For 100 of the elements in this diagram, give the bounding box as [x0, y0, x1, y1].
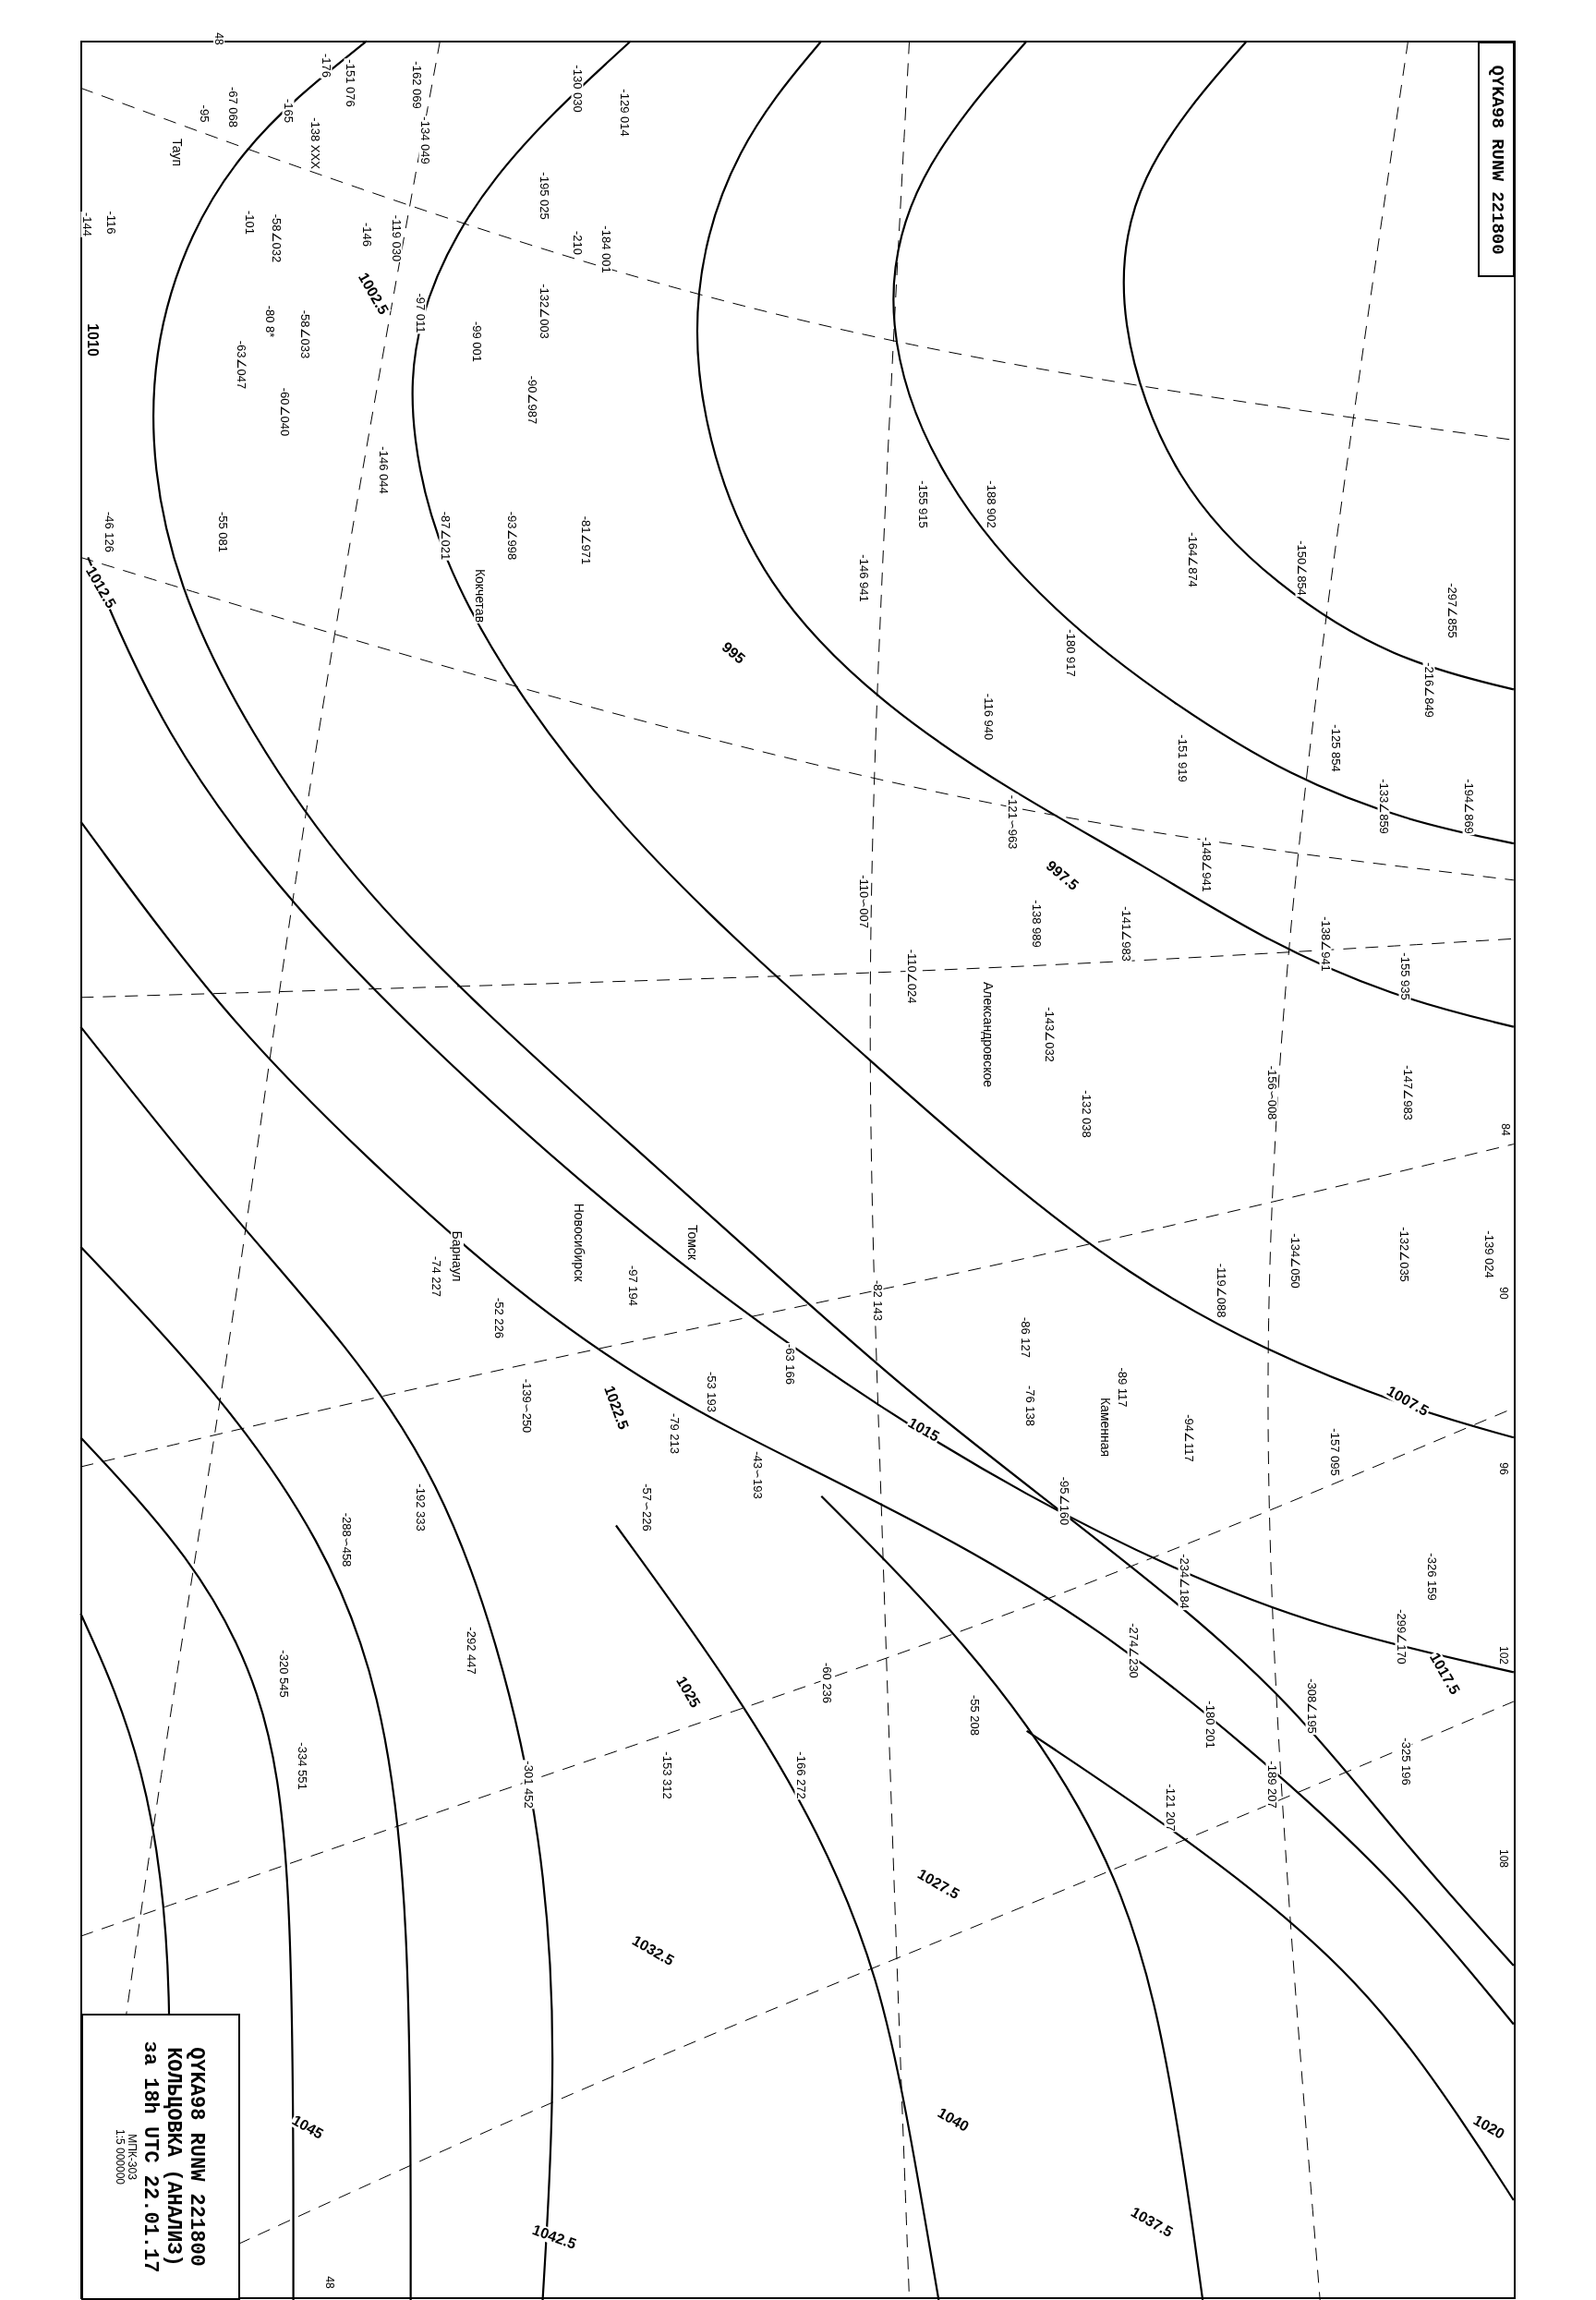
city-name: Новосибирск — [573, 1202, 586, 1283]
city-name: Томск — [686, 1224, 699, 1261]
station-data: -134∠050 — [1288, 1232, 1301, 1289]
station-data: -146 941 — [857, 553, 870, 603]
station-data: -155 935 — [1398, 951, 1411, 1001]
station-data: -301 452 — [522, 1760, 535, 1810]
station-data: -52 226 — [492, 1296, 505, 1340]
title-text: за 18h UTC 22.01.17 — [138, 2040, 162, 2273]
station-data: -326 159 — [1425, 1552, 1438, 1602]
station-data: -97 011 — [414, 292, 427, 334]
station-data: -79 213 — [668, 1411, 681, 1456]
station-data: -119 030 — [390, 213, 403, 263]
station-data: -144 — [80, 212, 93, 237]
station-data: -43∽193 — [751, 1450, 764, 1500]
isobar-label: 1010 — [85, 322, 100, 357]
station-data: -148∠941 — [1200, 836, 1213, 893]
station-data: -155 915 — [916, 479, 929, 529]
station-data: -180 201 — [1203, 1700, 1216, 1749]
station-data: -188 902 — [985, 479, 998, 529]
city-name: Каменная — [1099, 1396, 1112, 1459]
station-data: -194∠869 — [1462, 778, 1475, 835]
station-data: -130 030 — [571, 64, 584, 114]
title-box — [1478, 42, 1515, 277]
title-text: КОЛЬЦОВКА (АНАЛИЗ) — [161, 2047, 185, 2267]
station-data: -80 8* — [263, 304, 276, 339]
station-data: -146 — [360, 222, 373, 248]
station-data: -95 — [198, 103, 211, 124]
station-data: -67 068 — [226, 85, 239, 129]
station-data: -55 208 — [968, 1693, 981, 1737]
map-info-text: 1:5 000000 — [113, 2128, 127, 2185]
map-info-text: МПК-303 — [126, 2134, 139, 2180]
station-data: -210 — [571, 230, 584, 256]
title-text: QYKA98 RUNW 221800 — [184, 2047, 209, 2267]
station-data: -60∠040 — [278, 386, 291, 438]
station-data: -93∠998 — [505, 510, 518, 562]
station-data: -216∠849 — [1422, 661, 1435, 719]
station-data: -132∠003 — [538, 283, 550, 340]
station-data: -58∠032 — [270, 212, 283, 264]
station-data: -151 076 — [344, 58, 357, 108]
station-data: -132 038 — [1080, 1089, 1093, 1139]
station-data: -138 989 — [1030, 899, 1043, 949]
station-data: -180 917 — [1064, 628, 1077, 678]
station-data: -320 545 — [277, 1649, 290, 1699]
grid-label: 48 — [324, 2275, 335, 2290]
station-data: -46 126 — [103, 510, 115, 554]
station-data: -81∠971 — [579, 514, 592, 566]
station-data: -146 044 — [377, 445, 390, 495]
city-name: Кокчетав — [474, 567, 487, 624]
station-data: -297∠855 — [1445, 582, 1458, 639]
station-data: -292 447 — [465, 1626, 478, 1676]
station-data: -121 207 — [1164, 1783, 1177, 1833]
station-data: -192 333 — [414, 1483, 427, 1532]
station-data: -139∽250 — [520, 1377, 533, 1434]
station-data: -119∠088 — [1215, 1262, 1227, 1319]
station-data: -110∽007 — [857, 874, 870, 929]
station-data: -90∠987 — [526, 374, 538, 426]
station-data: -60 236 — [820, 1661, 833, 1705]
station-data: -139 024 — [1482, 1229, 1495, 1279]
station-data: -166 272 — [794, 1750, 807, 1800]
title-text: QYKA98 RUNW 221800 — [1486, 64, 1506, 255]
grid-label: 90 — [1498, 1286, 1509, 1301]
station-data: -125 854 — [1329, 723, 1342, 773]
station-data: -129 014 — [618, 88, 631, 138]
station-data: -288∽458 — [340, 1511, 353, 1568]
grid-label: 108 — [1498, 1848, 1509, 1869]
station-data: -58∠033 — [298, 309, 311, 360]
station-data: -89 117 — [1116, 1366, 1129, 1409]
station-data: -176 — [320, 53, 332, 79]
station-data: -87∠021 — [439, 510, 452, 562]
station-data: -143∠032 — [1043, 1006, 1056, 1063]
station-data: -195 025 — [538, 171, 550, 221]
station-data: -141∠983 — [1119, 905, 1132, 962]
station-data: -334 551 — [296, 1741, 308, 1791]
grid-label: 48 — [213, 31, 224, 46]
title-box — [81, 2014, 240, 2300]
station-data: -150∠854 — [1295, 539, 1308, 597]
city-name: Александровское — [982, 981, 995, 1088]
station-data: -97 194 — [626, 1264, 639, 1308]
station-data: -189 207 — [1265, 1760, 1278, 1810]
station-data: -63 166 — [783, 1342, 796, 1386]
grid-label: 102 — [1498, 1645, 1509, 1665]
station-data: -121∽963 — [1006, 793, 1019, 851]
station-data: -274∠230 — [1127, 1622, 1140, 1679]
station-data: -147∠983 — [1401, 1064, 1414, 1121]
station-data: -325 196 — [1399, 1737, 1412, 1786]
station-data: -57∽226 — [640, 1483, 653, 1532]
station-data: -53 193 — [705, 1370, 718, 1414]
station-data: -76 138 — [1023, 1384, 1036, 1428]
station-data: -116 — [104, 210, 117, 236]
station-data: -165 — [282, 98, 295, 124]
station-data: -132∠035 — [1397, 1226, 1410, 1283]
station-data: -82 143 — [871, 1278, 884, 1323]
station-data: -153 312 — [660, 1750, 673, 1800]
grid-label: 96 — [1498, 1461, 1509, 1476]
station-data: -299∠170 — [1395, 1608, 1408, 1665]
station-data: -110∠024 — [905, 948, 918, 1005]
station-data: -99 001 — [470, 320, 483, 364]
station-data: -74 227 — [429, 1254, 442, 1299]
city-name: Барнаул — [451, 1229, 464, 1283]
station-data: -162 069 — [410, 60, 423, 110]
